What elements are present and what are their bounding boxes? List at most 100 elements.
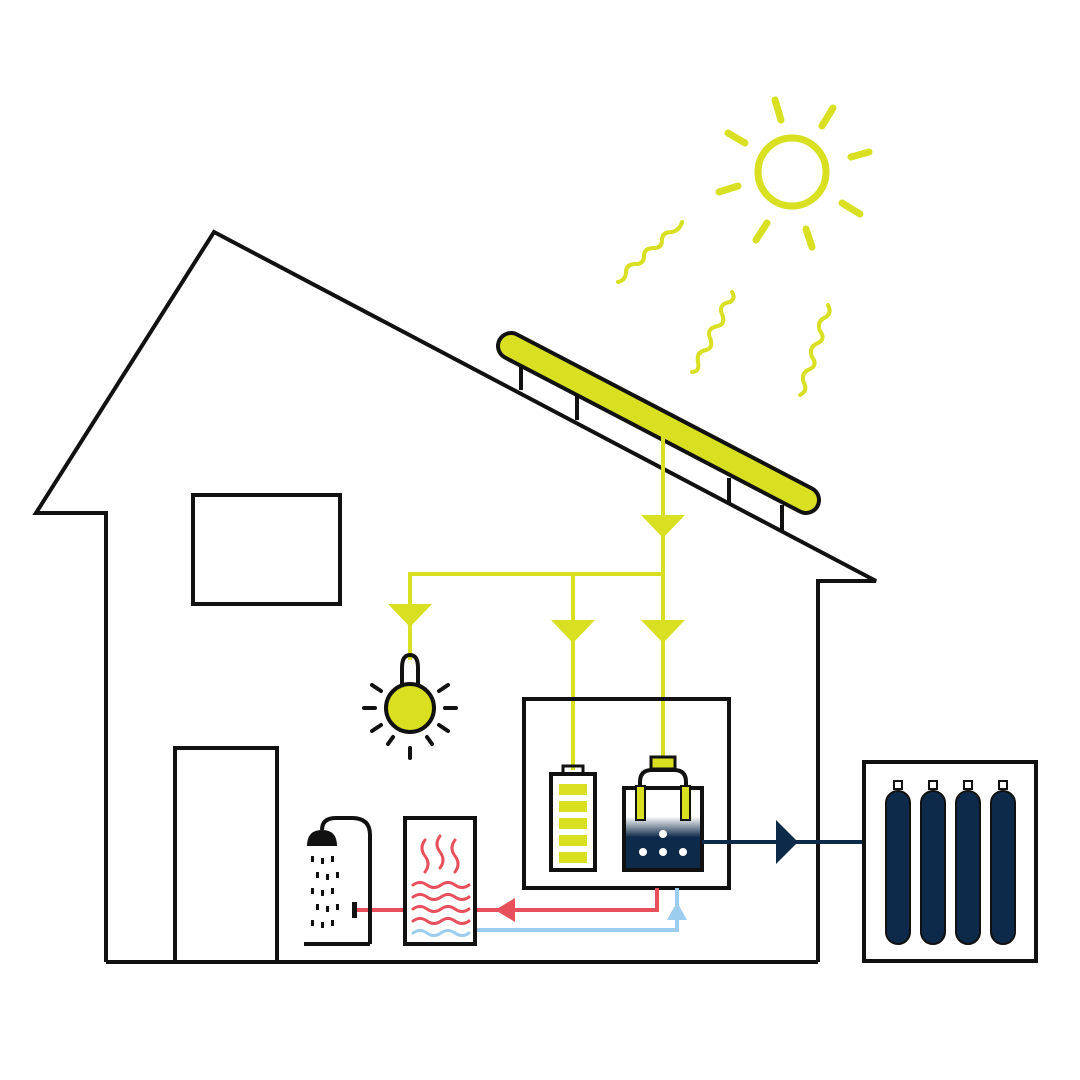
hot-water-tank-icon <box>403 816 477 946</box>
radiation-wave <box>798 303 832 397</box>
bulb-base <box>400 652 420 688</box>
sun-icon <box>715 96 873 251</box>
hydrogen-tank <box>920 780 946 945</box>
solar-panel-icon <box>496 331 821 531</box>
flow-arrow-down <box>641 515 685 538</box>
drop <box>331 856 334 862</box>
electrode <box>680 785 691 821</box>
window-icon <box>191 493 342 606</box>
sun-ray <box>771 96 785 124</box>
bulb-glass <box>384 682 436 734</box>
sun-ray <box>847 148 873 161</box>
sun-ray <box>838 199 864 218</box>
hydrogen-storage-tanks-icon <box>862 760 1038 963</box>
drop <box>326 874 329 880</box>
vapor-line <box>450 838 460 874</box>
door-icon <box>173 746 279 964</box>
shower-pipe <box>320 816 372 944</box>
battery-cell <box>559 818 587 829</box>
tank-body <box>955 790 981 945</box>
sun-radiation-waves <box>616 220 832 397</box>
hydrogen-tank <box>885 780 911 945</box>
bubble <box>679 848 687 856</box>
shower-valve <box>352 902 357 918</box>
panel-surface <box>500 335 817 511</box>
battery-cell <box>559 852 587 863</box>
vapor-line <box>420 838 430 874</box>
flow-arrow-down <box>551 620 595 643</box>
hydrogen-tank <box>990 780 1016 945</box>
drop <box>311 920 314 926</box>
light-bulb-icon <box>362 652 458 760</box>
tank-body <box>990 790 1016 945</box>
hydrogen-tank <box>955 780 981 945</box>
flow-arrow-left <box>495 898 515 922</box>
bulb-ray <box>437 683 450 693</box>
bulb-ray <box>437 723 450 733</box>
electrode <box>635 785 646 821</box>
flow-arrow-down <box>388 604 432 627</box>
sun-ray <box>802 225 816 251</box>
hydrogen-tanks <box>885 780 1016 945</box>
water-drops <box>311 856 339 928</box>
electrolyzer-icon <box>622 755 704 872</box>
sun-ray <box>752 219 771 244</box>
battery-cell <box>559 835 587 846</box>
sun-disc <box>754 134 830 210</box>
bubble <box>659 830 667 838</box>
bulb-ray <box>386 735 395 746</box>
drop <box>326 906 329 912</box>
tank-valve <box>928 780 938 790</box>
bulb-ray <box>370 723 383 733</box>
bubble <box>659 848 667 856</box>
radiation-wave <box>690 290 736 374</box>
drop <box>331 920 334 926</box>
flow-arrow-down <box>641 620 685 643</box>
tank-valve <box>893 780 903 790</box>
gas-bubbles <box>639 830 687 856</box>
cold-wave <box>411 929 471 937</box>
sun-ray <box>715 182 742 196</box>
drop <box>311 888 314 894</box>
radiation-wave <box>616 220 684 284</box>
water-waves <box>411 881 471 937</box>
drop <box>331 888 334 894</box>
shower-icon <box>304 816 372 946</box>
tank-valve <box>963 780 973 790</box>
electricity-wiring <box>408 432 665 770</box>
drop <box>321 858 324 864</box>
drop <box>321 922 324 928</box>
hot-wave <box>411 917 471 925</box>
flow-arrow-up <box>667 902 687 920</box>
tank-body <box>885 790 911 945</box>
electricity-flow-arrows <box>388 515 685 643</box>
flow-arrow-right <box>776 820 798 864</box>
shower-head <box>307 830 337 846</box>
equipment-cabinet <box>522 697 731 890</box>
drop <box>316 872 319 878</box>
vapor-line <box>435 834 445 870</box>
tank-valve <box>998 780 1008 790</box>
battery-cell <box>559 801 587 812</box>
hydrogen-pipe <box>702 820 866 864</box>
sun-ray <box>818 104 837 130</box>
bubble <box>639 848 647 856</box>
heat-vapor <box>420 834 460 874</box>
battery-charge-cells <box>559 784 587 863</box>
battery-icon <box>549 764 597 872</box>
battery-cell <box>559 784 587 795</box>
bulb-ray <box>370 683 383 693</box>
power-supply <box>649 755 677 771</box>
drop <box>321 890 324 896</box>
hot-water-pipe <box>475 888 659 912</box>
bulb-ray <box>425 735 434 746</box>
drop <box>336 904 339 910</box>
drop <box>336 872 339 878</box>
hot-wave <box>411 893 471 901</box>
drop <box>316 904 319 910</box>
sun-ray <box>724 129 749 147</box>
drop <box>311 856 314 862</box>
hot-wave <box>411 905 471 913</box>
